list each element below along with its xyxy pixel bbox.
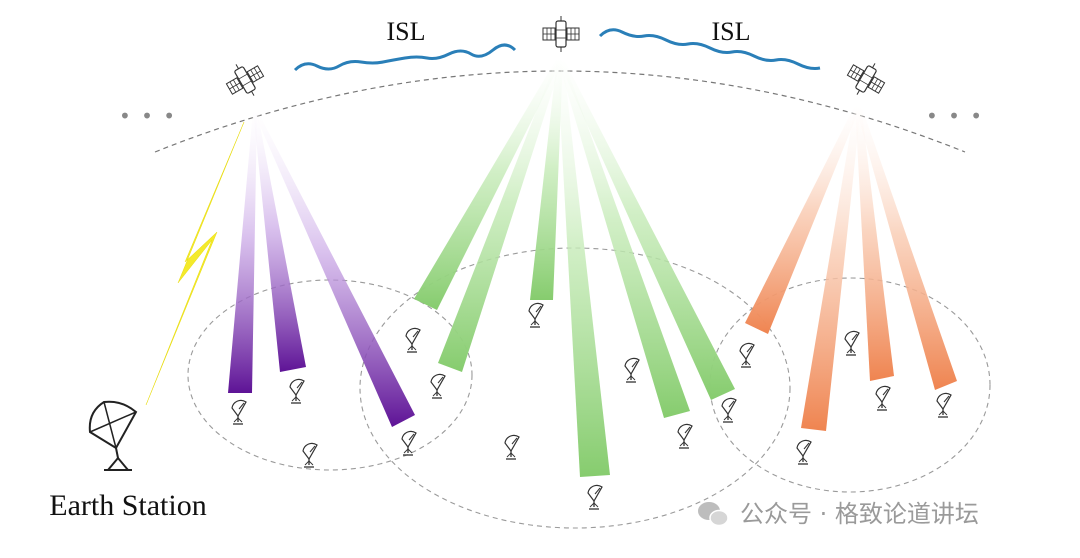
isl-label-left: ISL <box>387 17 426 46</box>
satellite-icon <box>840 53 892 105</box>
dish-terminal-icon <box>528 302 544 328</box>
earth-station-label: Earth Station <box>49 489 206 522</box>
ellipsis-left: • • • <box>119 104 177 128</box>
dish-terminal-icon <box>231 399 247 425</box>
beam-right-1 <box>745 105 861 334</box>
coverage-area-left <box>187 279 473 471</box>
dish-terminal-icon <box>302 442 318 468</box>
satellite-icon <box>219 54 271 106</box>
dish-terminal-icon <box>844 330 860 356</box>
beam-center-4 <box>557 58 610 477</box>
beams-right-satellite <box>745 105 957 431</box>
dish-terminal-icon <box>677 423 693 449</box>
isl-label-right: ISL <box>712 17 751 46</box>
coverage-area-center <box>359 247 791 529</box>
beam-center-6 <box>557 58 735 400</box>
beam-left-2 <box>253 110 306 372</box>
beam-center-5 <box>557 58 690 418</box>
dish-terminal-icon <box>875 385 891 411</box>
beam-right-3 <box>855 105 894 381</box>
beam-right-2 <box>801 105 861 431</box>
dish-terminal-icon <box>739 342 755 368</box>
isl-link-right <box>598 28 821 70</box>
dish-terminal-icon <box>587 484 603 510</box>
dish-terminal-icon <box>936 392 952 418</box>
beam-left-3 <box>253 110 415 427</box>
dish-terminal-icon <box>721 397 737 423</box>
watermark-text: 公众号 · 格致论道讲坛 <box>740 500 979 528</box>
dish-terminal-icon <box>405 327 421 353</box>
dish-terminal-icon <box>430 373 446 399</box>
feeder-link-lightning <box>145 121 245 406</box>
wechat-icon <box>698 502 729 527</box>
earth-station-dish-icon <box>88 400 138 471</box>
beam-left-1 <box>228 110 257 393</box>
beam-center-1 <box>414 58 563 310</box>
dish-terminal-icon <box>796 439 812 465</box>
dish-terminal-icon <box>289 378 305 404</box>
beams-left-satellite <box>228 110 415 427</box>
isl-link-left <box>293 43 517 72</box>
satellite-icon <box>542 15 580 53</box>
ellipsis-right: • • • <box>926 104 984 128</box>
dish-terminal-icon <box>624 357 640 383</box>
dish-terminal-icon <box>504 434 520 460</box>
beams-center-satellite <box>414 58 735 477</box>
watermark: 公众号 · 格致论道讲坛 <box>698 500 979 528</box>
beam-center-2 <box>438 58 563 372</box>
beam-right-4 <box>855 105 957 390</box>
beam-center-3 <box>530 58 563 300</box>
